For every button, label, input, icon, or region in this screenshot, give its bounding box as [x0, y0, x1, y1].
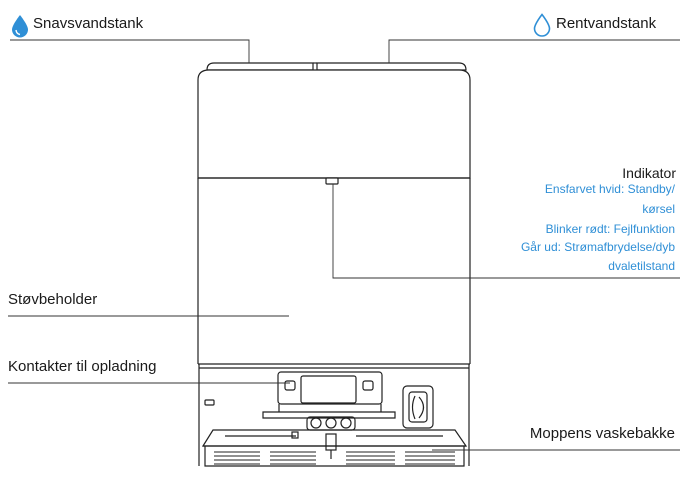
lower-base	[198, 364, 470, 467]
indicator-state-line: Blinker rødt: Fejlfunktion	[545, 222, 675, 236]
label-dust-container: Støvbeholder	[8, 291, 98, 308]
top-lids	[206, 62, 467, 71]
leader-lines	[8, 39, 680, 451]
side-slot	[402, 385, 434, 429]
water-drop-outline-icon	[533, 13, 551, 37]
indicator-state-line: kørsel	[642, 202, 675, 216]
indicator-light	[325, 177, 339, 185]
label-dirty-water-tank: Snavsvandstank	[33, 15, 144, 32]
indicator-state-line: dvaletilstand	[608, 259, 675, 273]
water-drop-filled-icon	[12, 15, 28, 38]
leader-dirty-tank	[10, 39, 250, 63]
label-charging-contacts: Kontakter til opladning	[8, 358, 157, 375]
label-clean-water-tank: Rentvandstank	[556, 15, 657, 32]
leader-indicator	[332, 184, 680, 279]
indicator-state-line: Går ud: Strømafbrydelse/dyb	[520, 240, 675, 254]
mop-tray	[201, 429, 468, 467]
water-tank-section	[197, 69, 471, 179]
leader-clean-tank	[388, 39, 680, 63]
charging-contact-plate	[277, 371, 383, 405]
label-mop-washing-tray: Moppens vaskebakke	[529, 425, 675, 442]
label-indicator: Indikator	[622, 165, 676, 181]
indicator-state-line: Ensfarvet hvid: Standby/	[544, 182, 675, 196]
dust-container-section	[197, 178, 471, 365]
